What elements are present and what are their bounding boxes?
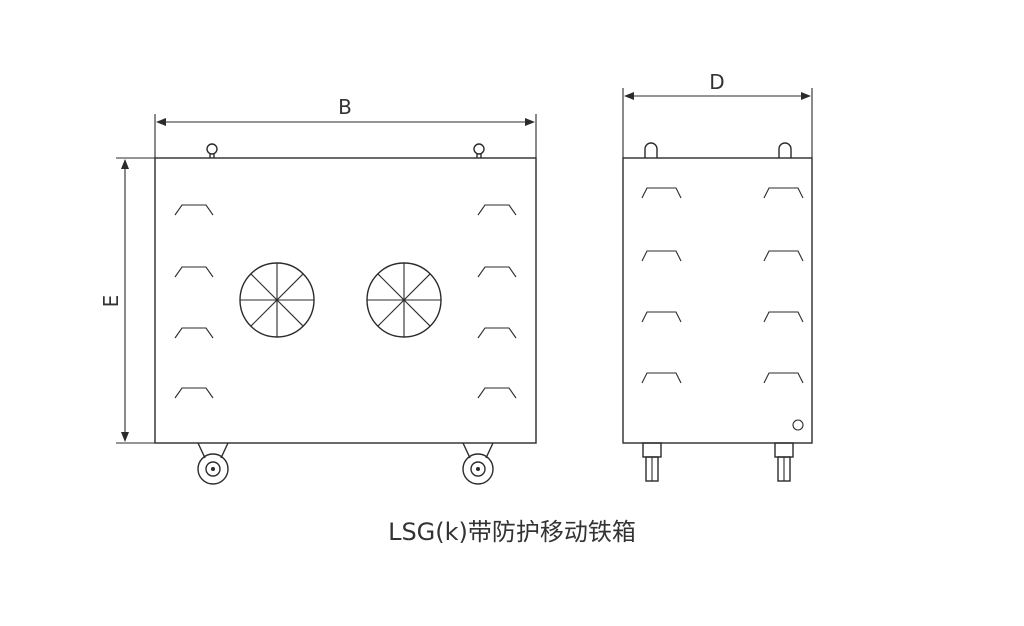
width-label: B [338, 95, 352, 119]
lifting-lug-left [644, 142, 658, 158]
side-vents-left [641, 187, 682, 384]
side-box-outline [622, 157, 813, 444]
front-vents-right [477, 204, 517, 399]
dimension-depth: D [622, 70, 813, 158]
side-view: D [622, 70, 813, 482]
lifting-eye-right [473, 143, 485, 158]
side-wheel-left [642, 442, 662, 482]
diagram-caption: LSG(k)带防护移动铁箱 [388, 518, 636, 546]
front-view: B E [99, 95, 537, 485]
front-vents-left [174, 204, 214, 399]
front-box-outline [154, 157, 537, 444]
fan-right [366, 262, 442, 338]
ground-terminal-icon [792, 419, 804, 431]
lifting-lug-right [778, 142, 792, 158]
lifting-eye-left [206, 143, 218, 158]
side-vents-right [763, 187, 804, 384]
fan-left [239, 262, 315, 338]
height-label: E [99, 295, 123, 308]
dimension-height: E [99, 157, 155, 444]
depth-label: D [709, 70, 724, 94]
side-wheel-right [774, 442, 794, 482]
castor-wheel-left [197, 442, 229, 485]
dimension-width: B [154, 95, 537, 158]
castor-wheel-right [462, 442, 494, 485]
